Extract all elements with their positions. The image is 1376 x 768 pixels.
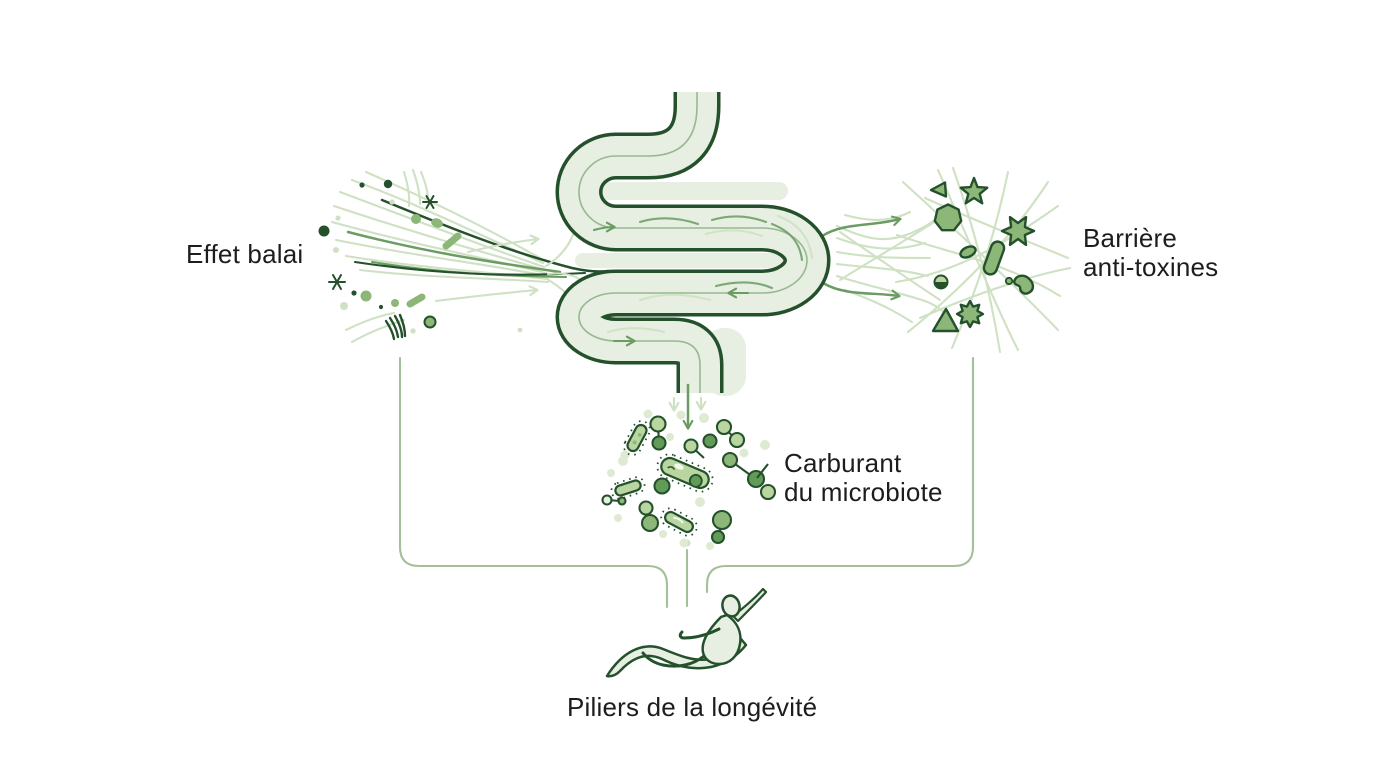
bacterium-icon xyxy=(656,453,714,493)
toxin-mesh-icon xyxy=(894,166,1072,354)
label-barriere-anti-toxines: Barrière anti-toxines xyxy=(1083,223,1219,282)
asterisk-icon xyxy=(422,195,438,209)
figure-leg xyxy=(641,651,706,668)
figure-head xyxy=(721,594,741,618)
microbe-pale-dots xyxy=(607,409,770,550)
figure-raised-arm xyxy=(731,587,768,623)
molecule-chains xyxy=(601,415,777,545)
toxin-halfmoon-icon xyxy=(933,274,949,290)
toxin-ellipse-icon xyxy=(959,245,977,259)
label-effet-balai: Effet balai xyxy=(186,239,304,269)
toxin-burst-icon xyxy=(955,299,985,329)
toxin-shapes-icon xyxy=(929,176,1036,333)
figure-front-arm xyxy=(678,627,721,640)
toxin-heptagon-icon xyxy=(933,203,963,232)
label-carburant-microbiote: Carburant du microbiote xyxy=(784,448,943,507)
intestine-icon xyxy=(555,82,831,393)
dark-tuft xyxy=(384,313,407,341)
bacterium-icon xyxy=(660,507,698,537)
exit-down-arrows xyxy=(668,383,707,430)
barrier-out-arrows xyxy=(820,215,902,301)
label-piliers-longevite: Piliers de la longévité xyxy=(567,692,818,722)
toxin-dot-icon xyxy=(1004,276,1014,286)
figure-torso xyxy=(701,613,742,666)
toxin-triangle-icon xyxy=(931,307,960,333)
tube-streaks xyxy=(606,214,814,334)
asterisk-icon xyxy=(328,274,346,290)
human-figure-icon xyxy=(605,587,768,678)
sweep-arrows xyxy=(434,234,540,303)
microbiome-cluster-icon xyxy=(601,409,777,550)
toxin-triangle-small-icon xyxy=(929,181,948,198)
toxin-star6-icon xyxy=(1000,215,1036,247)
bacterium-icon xyxy=(623,420,651,456)
sweep-particles xyxy=(318,179,523,341)
toxin-bean-icon xyxy=(1012,274,1035,295)
bacterium-icon xyxy=(610,476,646,500)
flow-arrow-icon xyxy=(592,221,750,347)
toxin-capsule-icon xyxy=(982,240,1006,276)
toxin-star5-icon xyxy=(959,176,989,205)
